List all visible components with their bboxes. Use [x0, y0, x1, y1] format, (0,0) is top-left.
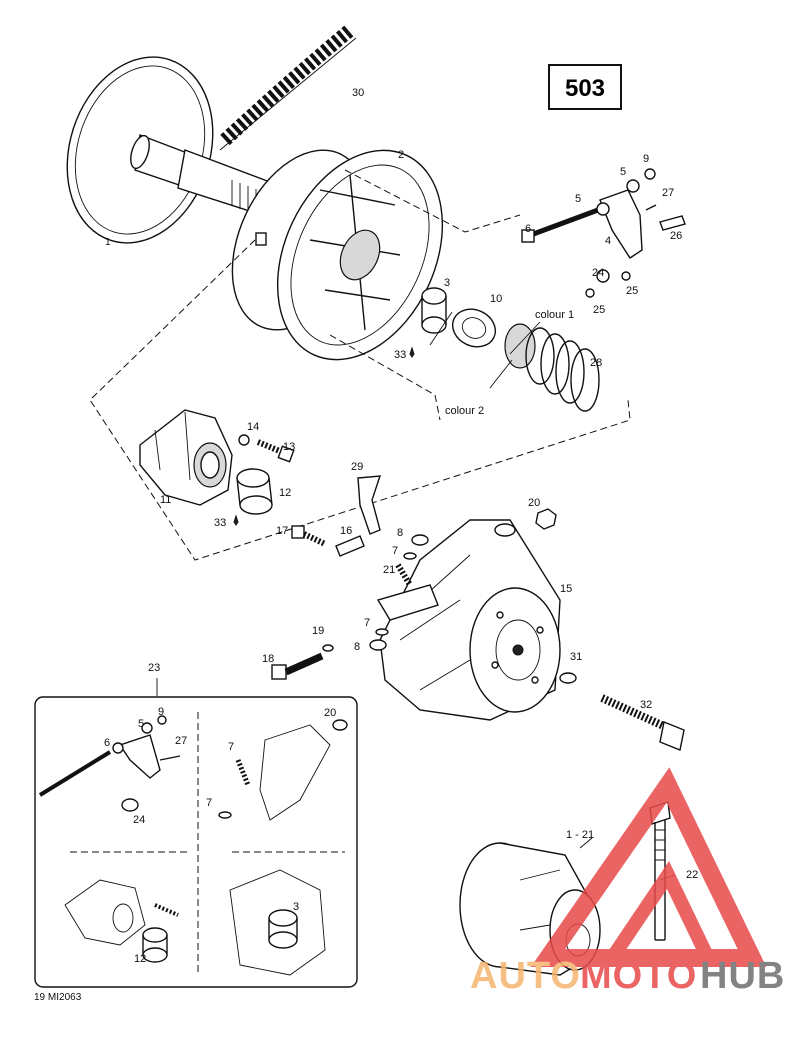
washer-part-14: [238, 434, 250, 446]
spring-part-28: [504, 323, 600, 412]
inset-label-12: 12: [134, 953, 146, 965]
label-part-21: 21: [383, 564, 395, 576]
spring-part-21: [395, 563, 413, 587]
label-part-8b: 8: [354, 641, 360, 653]
inset-label-5: 5: [138, 718, 144, 730]
label-part-19: 19: [312, 625, 324, 637]
section-code-box: 503: [548, 64, 622, 110]
inset-label-7a: 7: [228, 741, 234, 753]
drive-belt-part-30: [219, 24, 357, 151]
screw-part-13: [256, 439, 295, 463]
washer-part-31: [559, 672, 577, 684]
sliding-half-part-11: [139, 409, 233, 506]
governor-cup-part-2: [231, 149, 444, 361]
lever-arm: [376, 584, 439, 621]
nut-part-20: [535, 508, 557, 530]
label-part-12: 12: [279, 487, 291, 499]
lever-assembly: [521, 168, 686, 298]
label-part-17: 17: [276, 525, 288, 537]
watermark-text-moto: MOTO: [580, 955, 697, 997]
roller-part-8a: [411, 534, 429, 546]
label-part-30: 30: [352, 87, 364, 99]
label-part-8a: 8: [397, 527, 403, 539]
washer-part-19: [322, 644, 334, 652]
fixed-sheave-part-1: [66, 56, 271, 244]
label-part-25a: 25: [626, 285, 638, 297]
inset-label-27: 27: [175, 735, 187, 747]
washer-part-7a: [403, 552, 417, 560]
inset-label-9: 9: [158, 706, 164, 718]
label-part-2: 2: [398, 149, 404, 161]
label-part-25b: 25: [593, 304, 605, 316]
inset-label-20: 20: [324, 707, 336, 719]
bolt-part-18: [271, 652, 324, 680]
label-part-26: 26: [670, 230, 682, 242]
watermark-text-hub: HUB: [700, 955, 785, 997]
label-colour-1: colour 1: [535, 309, 574, 321]
label-part-29: 29: [351, 461, 363, 473]
roller-arm-part-29: [357, 475, 382, 535]
label-part-24: 24: [592, 267, 604, 279]
inset-label-7b: 7: [206, 797, 212, 809]
label-part-14: 14: [247, 421, 259, 433]
inset-box-part-23: [34, 678, 358, 988]
watermark-logo: AUTO MOTO HUB: [470, 767, 785, 997]
label-part-9: 9: [643, 153, 649, 165]
label-part-23: 23: [148, 662, 160, 674]
label-part-18: 18: [262, 653, 274, 665]
washer-part-7b: [375, 628, 389, 636]
label-part-3: 3: [444, 277, 450, 289]
inset-label-3: 3: [293, 901, 299, 913]
label-part-28: 28: [590, 357, 602, 369]
label-part-20: 20: [528, 497, 540, 509]
label-part-6: 6: [525, 223, 531, 235]
label-part-22: 22: [686, 869, 698, 881]
label-part-5b: 5: [575, 193, 581, 205]
inset-label-24: 24: [133, 814, 145, 826]
bushing-part-12: [233, 468, 273, 526]
label-part-1: 1: [105, 237, 111, 248]
hub-part-15: [379, 519, 561, 721]
bolt-part-32: [600, 694, 685, 751]
label-part-13: 13: [283, 441, 295, 453]
label-part-33b: 33: [214, 517, 226, 529]
label-part-15: 15: [560, 583, 572, 595]
label-part-4: 4: [605, 235, 611, 247]
label-part-1-21: 1 - 21: [566, 829, 594, 841]
label-part-32: 32: [640, 699, 652, 711]
screw-part-17: [291, 525, 327, 547]
label-part-11: 11: [160, 494, 171, 506]
label-part-10: 10: [490, 293, 502, 305]
label-part-7a: 7: [392, 545, 398, 557]
part-labels: 1 30 2 3 10 33 colour 1 colour 2 28 9 5 …: [34, 87, 698, 1003]
label-part-7b: 7: [364, 617, 370, 629]
dashed-outline-lower: [329, 334, 441, 421]
inset-label-6: 6: [104, 737, 110, 749]
label-part-31: 31: [570, 651, 582, 663]
section-code: 503: [565, 75, 605, 102]
label-part-33a: 33: [394, 349, 406, 361]
label-part-5a: 5: [620, 166, 626, 178]
label-colour-2: colour 2: [445, 405, 484, 417]
watermark-text-auto: AUTO: [470, 955, 581, 997]
washer-part-10: [451, 308, 497, 348]
pin-part-16: [335, 535, 365, 557]
label-part-27: 27: [662, 187, 674, 199]
dashed-outline-upper: [89, 169, 631, 561]
label-part-16: 16: [340, 525, 352, 537]
roller-part-8b: [369, 639, 387, 651]
bushing-part-3: [409, 287, 447, 358]
figure-id: 19 MI2063: [34, 992, 82, 1003]
